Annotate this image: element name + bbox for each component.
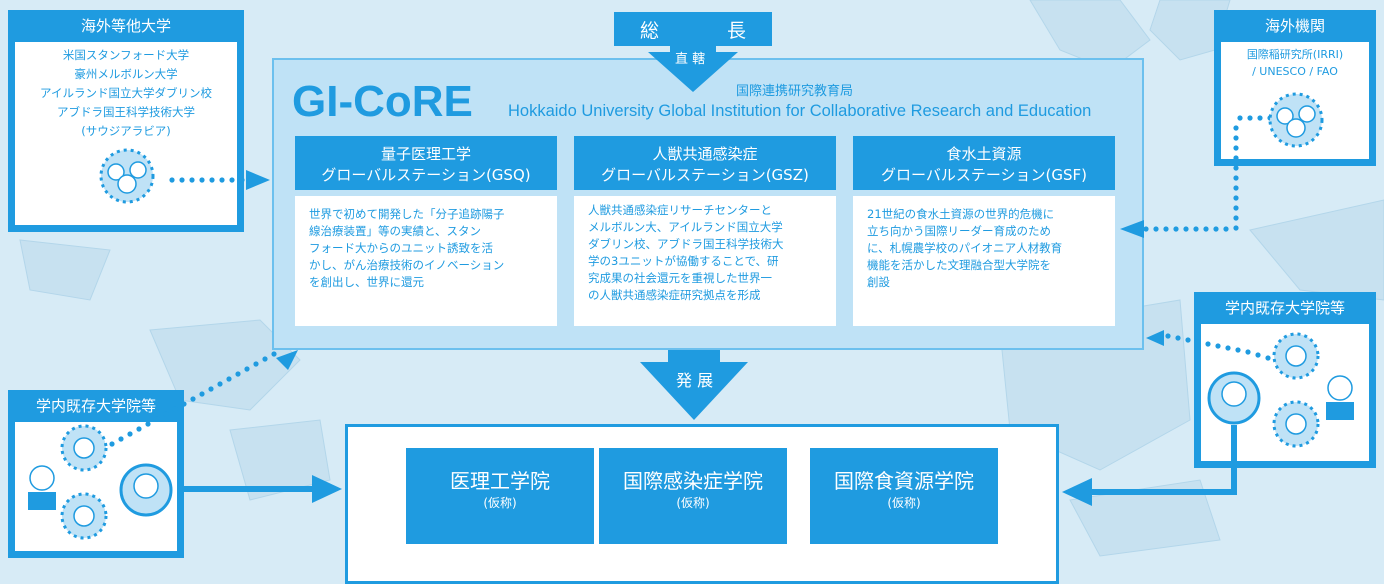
direct-control-arrow xyxy=(648,46,738,92)
station-gsz-subtitle: グローバルステーション(GSZ) xyxy=(601,166,809,184)
development-arrow xyxy=(640,350,748,420)
gicore-japanese-name: 国際連携研究教育局 xyxy=(736,84,854,99)
direct-control-label: 直 轄 xyxy=(675,52,706,67)
station-gsq-title: 量子医理工学 xyxy=(380,145,471,163)
solid-connector-left xyxy=(184,486,314,492)
arrows-layer xyxy=(28,46,1354,540)
school-food-resources: 国際食資源学院 (仮称) xyxy=(810,448,998,544)
station-gsz-header: 人獣共通感染症 グローバルステーション(GSZ) xyxy=(574,136,836,190)
arrowhead-into-gicore-bottom-left xyxy=(276,350,298,370)
dotted-connector-internal-right xyxy=(1165,333,1271,361)
world-map-background xyxy=(19,0,1384,557)
avatar-group-overseas-univ xyxy=(99,148,155,204)
development-label: 発 展 xyxy=(676,371,714,390)
avatar-group-overseas-org xyxy=(1268,92,1324,148)
internal-grad-schools-right-title: 学内既存大学院等 xyxy=(1224,299,1345,317)
president-char-1: 総 xyxy=(640,19,660,42)
station-gsz: 人獣共通感染症 グローバルステーション(GSZ) 人獣共通感染症リサーチセンター… xyxy=(574,136,836,332)
solid-connector-right-vertical xyxy=(1231,425,1237,495)
avatar-group-internal-right xyxy=(1207,332,1354,448)
gicore-logo: GI-CoRE xyxy=(292,77,473,126)
school-food-resources-note: (仮称) xyxy=(887,496,921,510)
overseas-organizations-title: 海外機関 xyxy=(1264,17,1325,35)
station-gsf-description: 21世紀の食水土資源の世界的危機に 立ち向かう国際リーダー育成のため に、札幌農… xyxy=(853,196,1115,326)
dotted-connector-internal-left xyxy=(109,351,277,447)
school-infectious-disease-note: (仮称) xyxy=(676,496,710,510)
avatar-group-internal-left xyxy=(28,424,173,540)
arrowhead-into-gicore-right xyxy=(1120,220,1144,238)
arrowhead-into-gicore-left xyxy=(246,170,270,190)
dotted-connector-overseas-org xyxy=(1143,115,1273,232)
president-char-2: 長 xyxy=(726,19,746,42)
school-infectious-disease-name: 国際感染症学院 xyxy=(623,469,763,493)
solid-arrowhead-right xyxy=(1062,478,1092,506)
station-gsz-description: 人獣共通感染症リサーチセンターと メルボルン大、アイルランド国立大学 ダブリン校… xyxy=(574,196,836,326)
solid-connector-right-horizontal xyxy=(1090,489,1237,495)
station-gsq-description: 世界で初めて開発した「分子追跡陽子 線治療装置」等の実績と、スタン フォード大か… xyxy=(295,196,557,326)
president-box: 総 長 xyxy=(614,12,772,46)
internal-grad-schools-left-title: 学内既存大学院等 xyxy=(35,397,156,415)
overseas-organizations-list: 国際稲研究所(IRRI) / UNESCO / FAO xyxy=(1246,48,1344,78)
school-medical-engineering-name: 医理工学院 xyxy=(450,469,550,493)
arrowhead-into-gicore-bottom-right xyxy=(1146,330,1164,346)
solid-arrowhead-left xyxy=(312,475,342,503)
school-medical-engineering: 医理工学院 (仮称) xyxy=(406,448,594,544)
station-gsq: 量子医理工学 グローバルステーション(GSQ) 世界で初めて開発した「分子追跡陽… xyxy=(295,136,557,332)
station-gsf: 食水土資源 グローバルステーション(GSF) 21世紀の食水土資源の世界的危機に… xyxy=(853,136,1115,332)
overseas-universities-list: 米国スタンフォード大学 豪州メルボルン大学 アイルランド国立大学ダブリン校 アブ… xyxy=(40,48,212,138)
overseas-universities-title: 海外等他大学 xyxy=(80,17,171,35)
station-gsq-subtitle: グローバルステーション(GSQ) xyxy=(321,166,531,184)
station-gsf-title: 食水土資源 xyxy=(946,145,1022,163)
station-gsf-subtitle: グローバルステーション(GSF) xyxy=(880,166,1088,184)
school-medical-engineering-note: (仮称) xyxy=(483,496,517,510)
school-infectious-disease: 国際感染症学院 (仮称) xyxy=(599,448,787,544)
dotted-connector-overseas-univ xyxy=(169,177,245,183)
station-gsz-title: 人獣共通感染症 xyxy=(652,145,758,163)
station-gsf-header: 食水土資源 グローバルステーション(GSF) xyxy=(853,136,1115,190)
school-food-resources-name: 国際食資源学院 xyxy=(834,469,974,493)
station-gsq-header: 量子医理工学 グローバルステーション(GSQ) xyxy=(295,136,557,190)
gicore-english-name: Hokkaido University Global Institution f… xyxy=(508,102,1092,120)
